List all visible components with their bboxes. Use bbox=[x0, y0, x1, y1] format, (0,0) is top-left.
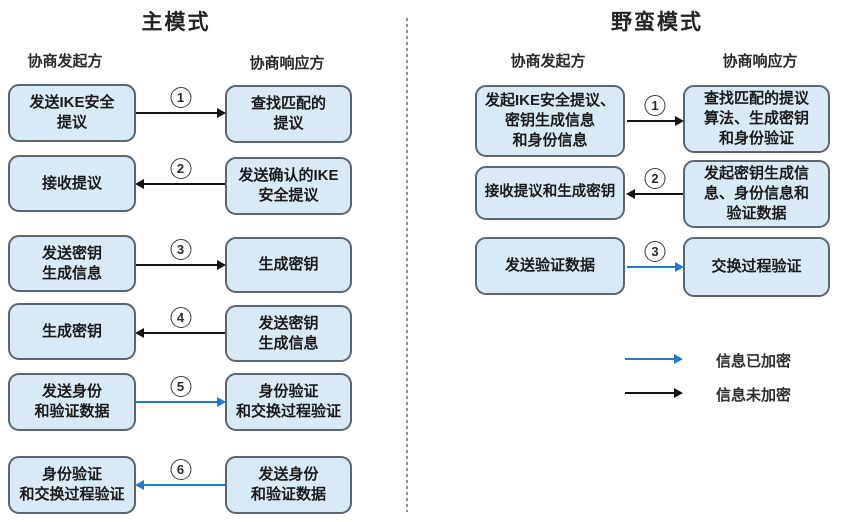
arrow-head-icon bbox=[674, 388, 683, 398]
arrow-shaft bbox=[142, 332, 225, 334]
initiator-box: 发送IKE安全 提议 bbox=[8, 84, 136, 142]
initiator-box: 接收提议 bbox=[8, 155, 136, 212]
arrow-head-icon bbox=[135, 328, 144, 338]
main-initiator-header: 协商发起方 bbox=[27, 53, 103, 70]
responder-box: 发送身份 和验证数据 bbox=[225, 456, 352, 514]
arrow-head-icon bbox=[217, 397, 226, 407]
arrow-head-icon bbox=[674, 354, 683, 364]
initiator-box: 发起IKE安全提议、 密钥生成信息 和身份信息 bbox=[475, 85, 625, 157]
aggressive-initiator-header: 协商发起方 bbox=[510, 53, 586, 70]
step-number: 2 bbox=[644, 168, 666, 189]
arrow-shaft bbox=[625, 392, 676, 394]
responder-box: 发起密钥生成信 息、身份信息和 验证数据 bbox=[683, 160, 830, 228]
initiator-box: 发送密钥 生成信息 bbox=[8, 235, 136, 292]
arrow-head-icon bbox=[217, 108, 226, 118]
arrow-head-icon bbox=[217, 260, 226, 270]
arrow-shaft bbox=[625, 358, 676, 360]
arrow-head-icon bbox=[675, 262, 684, 272]
responder-box: 发送密钥 生成信息 bbox=[225, 305, 352, 362]
arrow-shaft bbox=[627, 266, 677, 268]
arrow-head-icon bbox=[626, 189, 635, 199]
legend-plain-label: 信息未加密 bbox=[716, 387, 792, 404]
arrow-head-icon bbox=[135, 179, 144, 189]
step-number: 1 bbox=[170, 87, 191, 108]
responder-box: 身份验证 和交换过程验证 bbox=[225, 373, 352, 431]
arrow-shaft bbox=[142, 183, 225, 185]
arrow-shaft bbox=[136, 264, 219, 266]
main-mode-title: 主模式 bbox=[141, 11, 211, 34]
panel-divider bbox=[406, 18, 408, 512]
arrow-head-icon bbox=[135, 480, 144, 490]
responder-box: 交换过程验证 bbox=[683, 237, 830, 297]
arrow-shaft bbox=[633, 193, 683, 195]
arrow-shaft bbox=[136, 401, 219, 403]
initiator-box: 身份验证 和交换过程验证 bbox=[8, 456, 136, 514]
initiator-box: 生成密钥 bbox=[8, 303, 136, 360]
arrow-shaft bbox=[627, 120, 677, 122]
legend-encrypted-label: 信息已加密 bbox=[716, 353, 792, 370]
aggressive-responder-header: 协商响应方 bbox=[722, 53, 798, 70]
step-number: 1 bbox=[644, 95, 666, 116]
step-number: 6 bbox=[170, 459, 191, 480]
initiator-box: 发送验证数据 bbox=[475, 237, 625, 295]
arrow-head-icon bbox=[675, 116, 684, 126]
responder-box: 生成密钥 bbox=[225, 237, 352, 293]
arrow-shaft bbox=[142, 484, 225, 486]
step-number: 2 bbox=[170, 158, 191, 179]
step-number: 3 bbox=[644, 241, 666, 262]
step-number: 3 bbox=[170, 239, 191, 260]
step-number: 4 bbox=[170, 307, 191, 328]
responder-box: 查找匹配的提议 算法、生成密钥 和身份验证 bbox=[683, 85, 830, 153]
responder-box: 发送确认的IKE 安全提议 bbox=[225, 157, 352, 215]
responder-box: 查找匹配的 提议 bbox=[225, 85, 352, 143]
step-number: 5 bbox=[170, 376, 191, 397]
initiator-box: 接收提议和生成密钥 bbox=[475, 166, 625, 220]
main-responder-header: 协商响应方 bbox=[249, 55, 325, 72]
arrow-shaft bbox=[136, 112, 219, 114]
aggressive-mode-title: 野蛮模式 bbox=[611, 11, 703, 34]
initiator-box: 发送身份 和验证数据 bbox=[8, 373, 136, 431]
